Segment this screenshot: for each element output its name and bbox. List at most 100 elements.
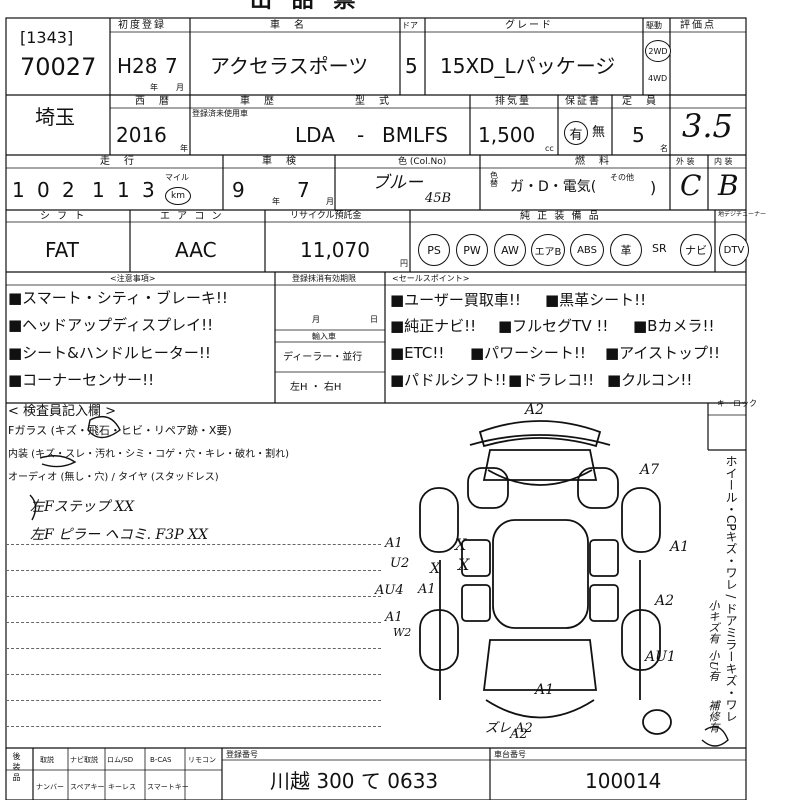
cert-month-unit: 月 (326, 197, 334, 206)
dashed-line (6, 570, 381, 571)
cert-year-unit: 年 (272, 197, 280, 206)
mileage-digit-3: 1 (92, 178, 105, 202)
year-type-note: 登録済未使用車 (192, 109, 248, 118)
inspector-hand-1: 左Fステップ XX (30, 499, 135, 515)
sales-point-4: ■フルセグTV !! (498, 317, 609, 335)
reg-expiry-header: 登録抹消有効期限 (292, 274, 356, 283)
warranty-yes: 有 (569, 127, 583, 143)
sales-point-10: ■ドラレコ!! (508, 371, 595, 389)
capacity-value: 5 (632, 123, 645, 147)
option-dtv: DTV (719, 234, 749, 266)
first-reg-year-unit: 年 (150, 83, 158, 92)
door-header: ドア (402, 21, 418, 30)
caution-3: ■シート&ハンドルヒーター!! (8, 344, 211, 362)
warranty-yes-circle: 有 (564, 121, 588, 145)
lot-number: 70027 (20, 53, 97, 81)
option-navi: ナビ (680, 234, 712, 266)
drive-4wd-label: 4WD (648, 74, 668, 83)
grade-header: グレード (505, 20, 553, 31)
first-reg-month-unit: 月 (176, 83, 184, 92)
damage-mark: A7 (640, 462, 660, 478)
car-name: アクセラスポーツ (210, 54, 369, 78)
damage-mark: A1 (670, 539, 690, 555)
mileage-digit-0: 1 (12, 178, 25, 202)
color-header: 色 (Col.No) (398, 157, 447, 167)
sales-point-9: ■パドルシフト!! (390, 371, 507, 389)
shift-value: FAT (45, 238, 80, 262)
dashed-line (6, 596, 381, 597)
year-header: 西 暦 (135, 96, 171, 107)
displacement-value: 1,500 (478, 123, 536, 147)
color-name: ブルー (372, 173, 423, 193)
warranty-no: 無 (592, 125, 606, 140)
dashed-line (6, 622, 381, 623)
damage-mark: W2 (393, 626, 412, 639)
sales-point-1: ■ユーザー買取車!! (390, 291, 521, 309)
footer-label: ナンバー (36, 783, 64, 791)
model-code: BMLFS (382, 123, 448, 147)
damage-mark: AU4 (375, 583, 404, 598)
first-reg-header: 初度登録 (118, 20, 166, 31)
shift-header: シ フ ト (40, 211, 87, 222)
first-reg-month: 7 (165, 54, 178, 78)
chassis-header: 車台番号 (494, 750, 526, 759)
drive-2wd-label: 2WD (648, 46, 668, 56)
sales-point-3: ■純正ナビ!! (390, 317, 477, 335)
sales-point-5: ■Bカメラ!! (633, 317, 715, 335)
lot-code: [1343] (20, 28, 74, 47)
damage-mark: X (455, 535, 467, 554)
mileage-header: 走 行 (100, 156, 136, 167)
option-navi-label: ナビ (685, 244, 707, 257)
inspector-hand-2: 左F ピラー ヘコミ. F3P XX (30, 527, 208, 543)
caution-1: ■スマート・シティ・ブレーキ!! (8, 289, 228, 307)
mileage-mile-label: マイル (165, 173, 189, 182)
footer-label: 取説 (40, 756, 54, 764)
damage-mark: A2 (655, 593, 675, 609)
dashed-line (6, 700, 381, 701)
reg-number-header: 登録番号 (226, 750, 258, 759)
reg-expiry-day: 日 (370, 315, 378, 324)
damage-mark: A2 (510, 727, 528, 742)
options-header: 純 正 装 備 品 (520, 211, 601, 222)
exterior-header: 外 装 (676, 157, 695, 166)
inspector-audio: オーディオ (無し・穴) / タイヤ (スタッドレス) (8, 472, 219, 483)
first-reg-era: H28 (117, 54, 158, 78)
option-pw: PW (456, 234, 488, 266)
tuner-header: 地デジチューナー (718, 211, 767, 218)
mileage-digit-5: 3 (142, 178, 155, 202)
dashed-line (6, 726, 381, 727)
option-leather-label: 革 (620, 244, 632, 257)
reg-expiry-month: 月 (312, 315, 320, 324)
color-change-label: 色替 (490, 171, 498, 188)
displacement-unit: cc (545, 144, 554, 153)
dashed-line (6, 544, 381, 545)
damage-mark: X (430, 561, 440, 577)
inspector-glass: Fガラス (キズ・飛石・ヒビ・リペア跡・X要) (8, 424, 232, 437)
door-count: 5 (405, 54, 418, 78)
car-diagram (419, 420, 672, 735)
wheel-sub-2: 小U有 (707, 650, 720, 682)
exterior-grade: C (680, 169, 702, 202)
color-code: 45B (425, 191, 452, 206)
fuel-other: その他 (610, 173, 634, 182)
footer-label: リモコン (188, 756, 216, 764)
recycle-value: 11,070 (300, 238, 370, 262)
cert-year: 9 (232, 178, 245, 202)
cautions-header: <注意事項> (110, 274, 156, 283)
inspector-header: < 検査員記入欄 > (8, 404, 117, 419)
capacity-header: 定 員 (622, 96, 658, 107)
warranty-header: 保証書 (565, 96, 601, 107)
option-pw-label: PW (463, 243, 481, 257)
fuel-close: ) (650, 178, 657, 197)
sales-point-2: ■黒革シート!! (545, 291, 647, 309)
cert-header: 車 検 (262, 156, 298, 167)
wheel-sub-3: 補修有 (707, 700, 720, 733)
import-label: 輸入車 (312, 332, 336, 341)
interior-header: 内 装 (714, 157, 733, 166)
option-airbag-label: エアB (534, 246, 562, 258)
import-handle: 左H ・ 右H (290, 382, 342, 393)
footer-label: ロム/SD (107, 756, 134, 764)
caution-4: ■コーナーセンサー!! (8, 371, 155, 389)
